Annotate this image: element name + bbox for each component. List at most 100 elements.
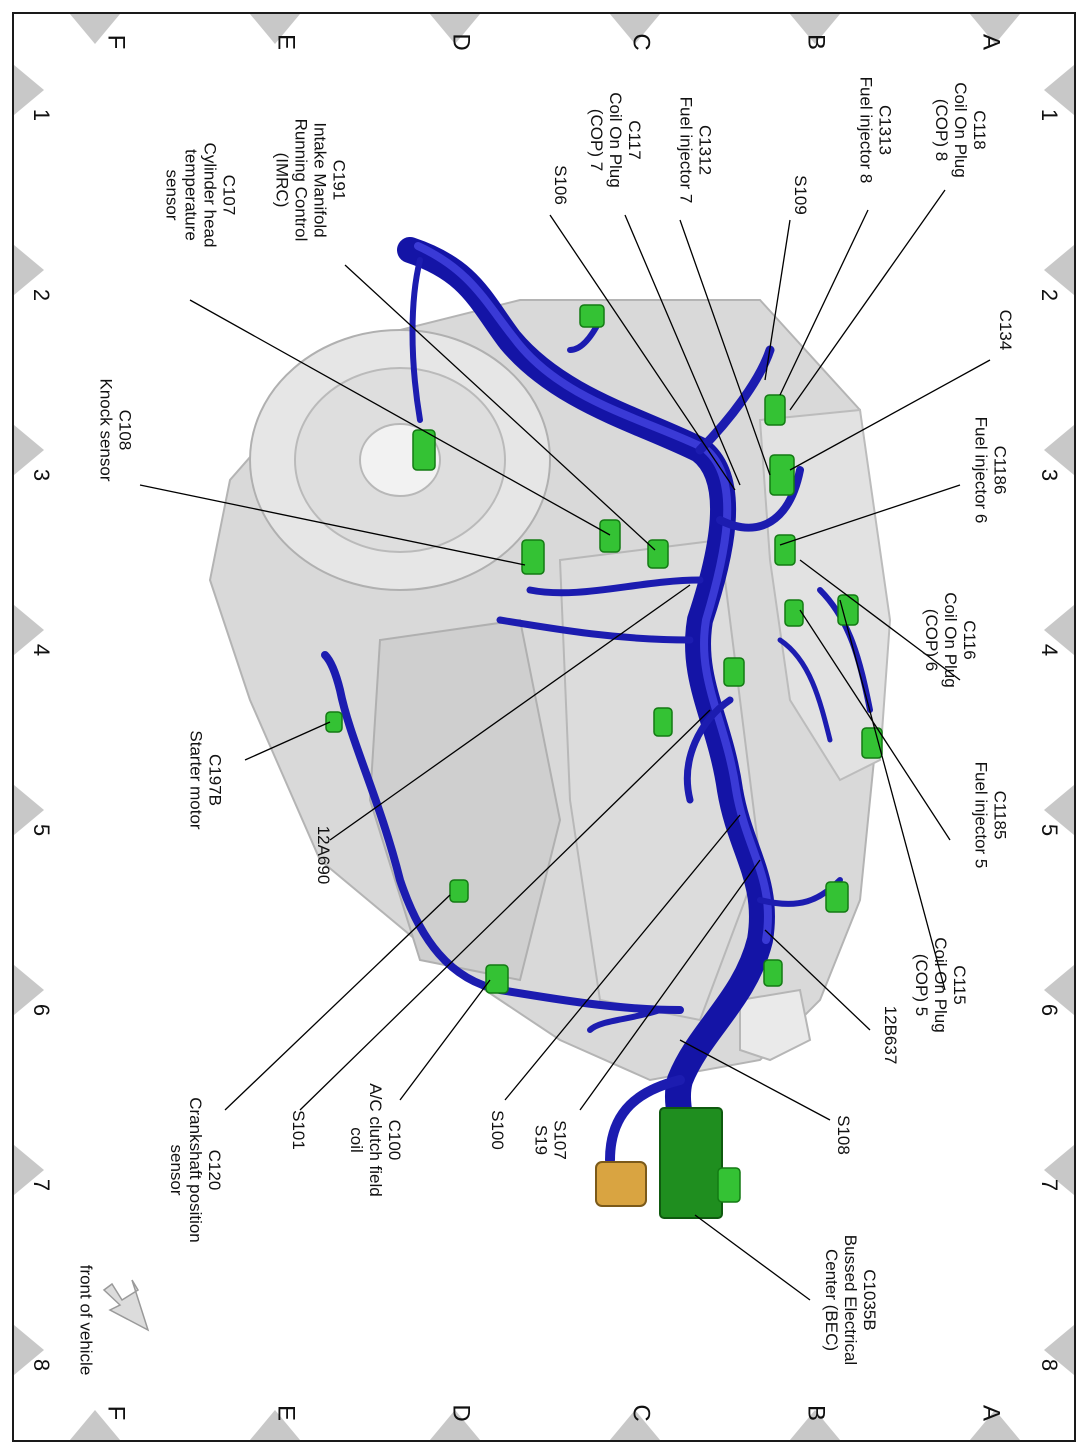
border-markers	[14, 14, 1074, 1440]
callout-c197b: C197BStarter motor	[187, 730, 225, 830]
callout-line: C1312	[696, 125, 715, 175]
connector	[769, 454, 795, 496]
grid-row-letter: F	[103, 35, 130, 50]
connector	[723, 657, 745, 687]
callout-s108: S108	[834, 1115, 853, 1155]
grid-row-letter: C	[628, 33, 655, 50]
callout-line: C107	[220, 175, 239, 216]
border-marker	[14, 65, 44, 115]
callout-line: Fuel injector 6	[972, 417, 991, 524]
callout-line: S19	[532, 1125, 551, 1155]
grid-row-letter: B	[803, 34, 830, 50]
connector	[412, 429, 436, 471]
callout-line: C1313	[876, 105, 895, 155]
callout-line: Cylinder head	[201, 143, 220, 248]
border-marker	[14, 425, 44, 475]
grid-column-number: 8	[1037, 1359, 1062, 1371]
grid-column-number: 8	[29, 1359, 54, 1371]
grid-column-number: 6	[1037, 1004, 1062, 1016]
front-of-vehicle-label: front of vehicle	[77, 1265, 96, 1376]
connector	[325, 711, 343, 733]
connector	[717, 1167, 741, 1203]
callout-line: S101	[289, 1110, 308, 1150]
callout-line: Coil On Plug	[606, 92, 625, 187]
callout-c116: C116Coil On Plug(COP) 6	[922, 592, 979, 687]
engine-block	[208, 299, 892, 1082]
callout-c1313: C1313Fuel injector 8	[857, 77, 895, 184]
grid-row-letter: E	[273, 34, 300, 50]
callout-line: Center (BEC)	[822, 1249, 841, 1351]
grid-column-number: 4	[1037, 644, 1062, 656]
callout-line: C120	[205, 1150, 224, 1191]
connector	[837, 594, 859, 626]
callout-line: sensor	[163, 169, 182, 220]
grid-column-number: 5	[29, 824, 54, 836]
border-marker	[610, 14, 660, 44]
border-marker	[970, 1410, 1020, 1440]
connector	[774, 534, 796, 566]
callout-line: Fuel injector 8	[857, 77, 876, 184]
callout-line: 12B637	[881, 1006, 900, 1065]
callout-line: Fuel injector 5	[972, 762, 991, 869]
grid-column-number: 7	[1037, 1179, 1062, 1191]
callout-line: (COP) 6	[922, 609, 941, 671]
connector	[763, 959, 783, 987]
grid-column-number: 3	[29, 469, 54, 481]
callout-line: Knock sensor	[97, 379, 116, 482]
grid-row-letter: D	[448, 33, 475, 50]
callout-line: temperature	[182, 149, 201, 241]
callout-line: Starter motor	[187, 730, 206, 830]
connector	[647, 539, 669, 569]
front-of-vehicle-arrow-icon	[102, 1279, 150, 1332]
connector	[764, 394, 786, 426]
callout-line: S108	[834, 1115, 853, 1155]
border-marker	[1044, 965, 1074, 1015]
border-marker	[14, 1145, 44, 1195]
callout-c1035b: C1035BBussed ElectricalCenter (BEC)	[822, 1235, 879, 1365]
callout-line: (COP) 7	[587, 109, 606, 171]
grid-row-letter: B	[803, 1405, 830, 1421]
connector	[521, 539, 545, 575]
grid-row-letter: F	[103, 1406, 130, 1421]
border-marker	[430, 1410, 480, 1440]
leader-lines	[139, 189, 991, 1301]
callout-c107: C107Cylinder headtemperaturesensor	[163, 143, 239, 248]
callout-line: (COP) 5	[912, 954, 931, 1016]
connector	[595, 1161, 647, 1207]
callout-line: Intake Manifold	[311, 122, 330, 237]
callout-line: C134	[996, 310, 1015, 351]
border-marker	[14, 245, 44, 295]
grid-column-number: 2	[29, 289, 54, 301]
grid-row-letter: C	[628, 1404, 655, 1421]
callout-line: S109	[791, 175, 810, 215]
callout-line: C118	[970, 110, 989, 149]
connector	[825, 881, 849, 913]
callout-line: Running Control	[292, 119, 311, 242]
callout-line: C117	[625, 120, 644, 159]
grid-column-number: 5	[1037, 824, 1062, 836]
callout-s109: S109	[791, 175, 810, 215]
callout-line: C1185	[991, 791, 1010, 840]
border-marker	[250, 1410, 300, 1440]
grid-row-letter: A	[978, 34, 1005, 50]
border-marker	[14, 785, 44, 835]
connector	[599, 519, 621, 553]
connector	[449, 879, 469, 903]
border-marker	[1044, 785, 1074, 835]
callout-line: C197B	[206, 754, 225, 806]
callout-c120: C120Crankshaft positionsensor	[167, 1097, 224, 1243]
callout-c117: C117Coil On Plug(COP) 7	[587, 92, 644, 187]
callout-line: sensor	[167, 1144, 186, 1195]
callout-line: C1186	[991, 446, 1010, 495]
callout-line: S107	[551, 1120, 570, 1160]
connector	[579, 304, 605, 328]
border-marker	[1044, 1145, 1074, 1195]
callout-line: Crankshaft position	[186, 1097, 205, 1243]
callout-s106: S106	[551, 165, 570, 205]
callout-line: (COP) 8	[932, 99, 951, 161]
callout-12b637: 12B637	[881, 1006, 900, 1065]
callout-line: A/C clutch field	[366, 1083, 385, 1196]
callout-s101: S101	[289, 1110, 308, 1150]
